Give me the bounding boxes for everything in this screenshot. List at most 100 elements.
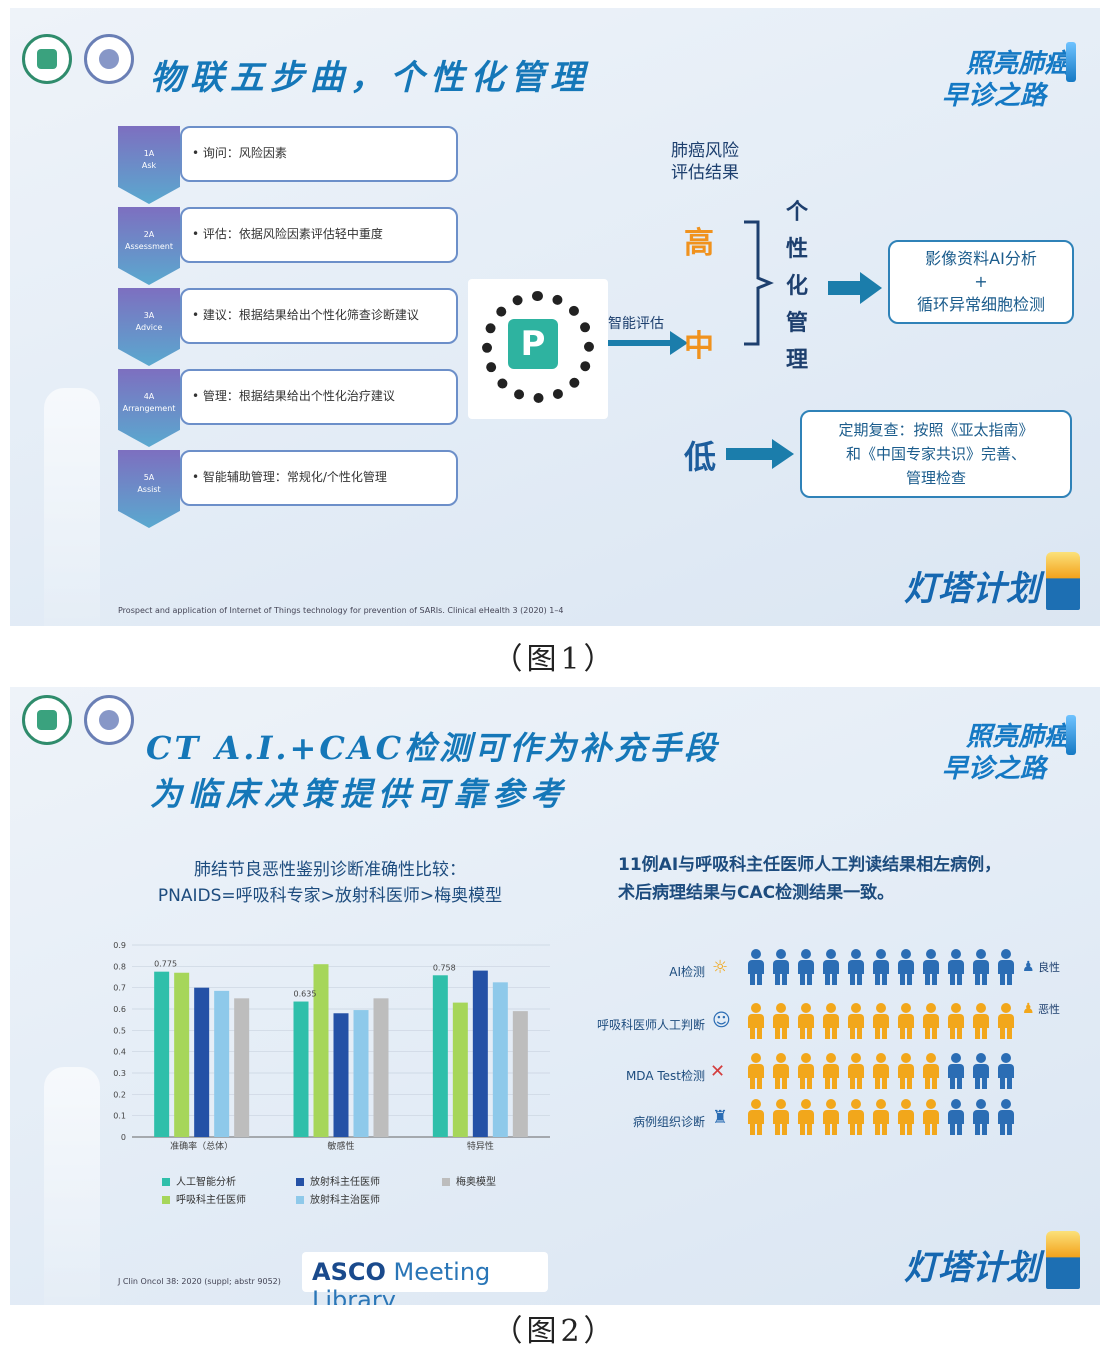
benign-person-icon [970, 949, 992, 985]
malignant-person-icon [895, 1053, 917, 1089]
footnote: Prospect and application of Internet of … [118, 606, 564, 615]
malignant-person-icon [795, 1003, 817, 1039]
bar [373, 998, 389, 1137]
slide-title: 物联五步曲，个性化管理 [150, 58, 590, 98]
bar [333, 1013, 349, 1137]
row-label-ai: AI检测 [669, 965, 705, 979]
x-category-label: 特异性 [467, 1140, 494, 1152]
malignant-person-icon [745, 1003, 767, 1039]
y-tick-label: 0.8 [113, 962, 126, 971]
brain-icon: ☼ [712, 957, 729, 978]
malignant-person-icon [795, 1053, 817, 1089]
step-text: • 建议：根据结果给出个性化筛查诊断建议 [180, 288, 458, 344]
step-text: • 评估：依据风险因素评估轻中重度 [180, 207, 458, 263]
low-risk-box: 定期复查：按照《亚太指南》 和《中国专家共识》完善、 管理检查 [800, 410, 1072, 498]
lighthouse-logo-icon [1046, 1231, 1080, 1289]
benign-person-icon [970, 1053, 992, 1089]
brand-top: 照亮肺癌 早诊之路 [941, 42, 1076, 112]
bar-value-label: 0.635 [294, 990, 317, 999]
bar [472, 970, 488, 1137]
malignant-person-icon [820, 1003, 842, 1039]
brand-top-line2: 早诊之路 [941, 754, 1046, 784]
bar [293, 1001, 309, 1137]
step-text: • 管理：根据结果给出个性化治疗建议 [180, 369, 458, 425]
bar [452, 1002, 468, 1137]
y-tick-label: 0.1 [113, 1112, 126, 1121]
benign-person-icon [870, 949, 892, 985]
people-row-physician [745, 1003, 1020, 1043]
bar-value-label: 0.758 [433, 963, 456, 972]
row-label-physician: 呼吸科医师人工判断 [596, 1018, 705, 1032]
bar-chart-svg: 00.10.20.30.40.50.60.70.80.90.775准确率（总体）… [113, 941, 550, 1152]
benign-person-icon [820, 949, 842, 985]
university-logo-icon [84, 34, 134, 84]
y-tick-label: 0.9 [113, 941, 126, 950]
malignant-person-icon [895, 1003, 917, 1039]
benign-person-icon [970, 1099, 992, 1135]
asco-logo: ASCO Meeting Library [302, 1252, 548, 1305]
malignant-person-icon [895, 1099, 917, 1135]
bar [154, 971, 170, 1137]
brand-top-line1: 照亮肺癌 [965, 49, 1070, 79]
legend-item: 呼吸科主任医师 [162, 1191, 246, 1206]
bar [512, 1011, 528, 1137]
malignant-person-icon [820, 1053, 842, 1089]
university-logo-icon [84, 695, 134, 745]
footnote: J Clin Oncol 38: 2020 (suppl; abstr 9052… [118, 1277, 281, 1286]
hospital-logo-icon [22, 34, 72, 84]
malignant-person-icon [945, 1003, 967, 1039]
beacon-icon [1066, 715, 1076, 755]
benign-person-icon [795, 949, 817, 985]
brace-icon [744, 220, 774, 346]
y-tick-label: 0.2 [113, 1090, 126, 1099]
legend-item: 放射科主治医师 [296, 1191, 380, 1206]
benign-person-icon [995, 949, 1017, 985]
mini-program-qr-code[interactable]: P [468, 279, 608, 419]
y-tick-label: 0.3 [113, 1069, 126, 1078]
malignant-person-icon [970, 1003, 992, 1039]
malignant-person-icon [870, 1053, 892, 1089]
legend-item: 放射科主任医师 [296, 1173, 380, 1188]
legend-item: 梅奥模型 [442, 1173, 496, 1188]
people-row-mda [745, 1053, 1020, 1093]
benign-person-icon [895, 949, 917, 985]
bar [214, 990, 230, 1137]
malignant-person-icon [920, 1053, 942, 1089]
brand-bottom: 灯塔计划 [904, 1231, 1080, 1289]
row-label-mda: MDA Test检测 [625, 1069, 705, 1083]
legend-benign: ♟ 良性 [1022, 959, 1061, 975]
malignant-person-icon [920, 1003, 942, 1039]
bar [174, 972, 190, 1137]
hospital-logo-icon [22, 695, 72, 745]
lighthouse-logo-icon [1046, 552, 1080, 610]
slide-title-line1: CT A.I.+CAC检测可作为补充手段 [146, 729, 720, 767]
assist-label: 智能评估 [608, 316, 664, 332]
malignant-person-icon [870, 1003, 892, 1039]
risk-high: 高 [684, 226, 714, 261]
malignant-person-icon [870, 1099, 892, 1135]
brand-top-line2: 早诊之路 [941, 81, 1046, 111]
x-category-label: 准确率（总体） [170, 1140, 233, 1152]
malignant-person-icon [745, 1099, 767, 1135]
doctor-icon: ☺ [712, 1010, 731, 1031]
malignant-person-icon [845, 1053, 867, 1089]
y-tick-label: 0.4 [113, 1048, 126, 1057]
bar [313, 964, 329, 1137]
malignant-person-icon [845, 1003, 867, 1039]
ai-analysis-box: 影像资料AI分析 + 循环异常细胞检测 [888, 240, 1074, 324]
row-label-pathology: 病例组织诊断 [632, 1115, 705, 1129]
bar [194, 987, 210, 1137]
benign-person-icon [945, 1053, 967, 1089]
people-row-ai [745, 949, 1020, 989]
beacon-icon [1066, 42, 1076, 82]
personalized-mgmt-label: 个 性 化 管 理 [785, 200, 808, 373]
bar [234, 998, 250, 1137]
risk-mid: 中 [684, 329, 714, 364]
